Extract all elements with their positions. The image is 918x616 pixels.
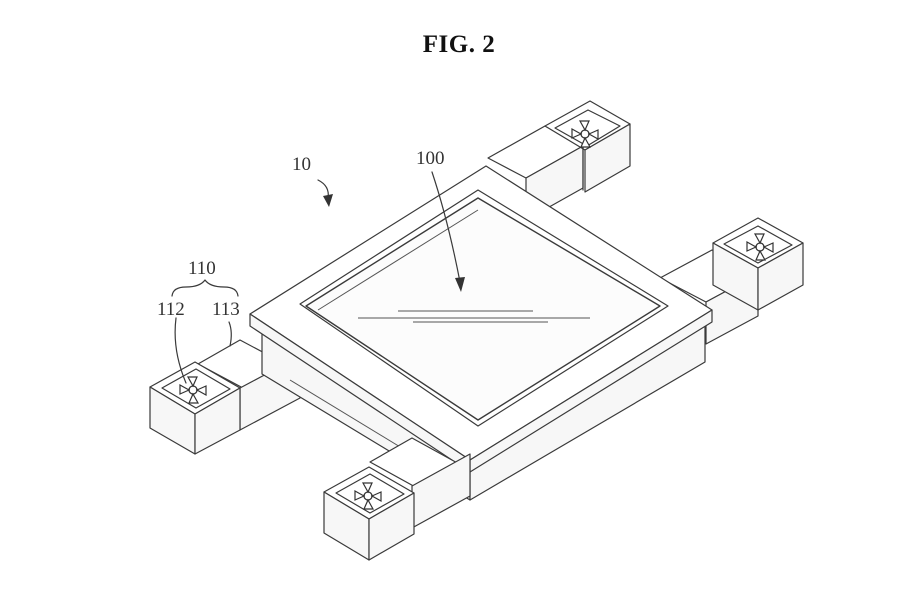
leader-line-113	[228, 321, 232, 347]
figure-title: FIG. 2	[422, 31, 496, 58]
bracket-110	[171, 279, 239, 297]
arm-front-bottom	[323, 437, 471, 561]
leader-line-100	[431, 171, 461, 283]
label-100: 100	[416, 148, 445, 169]
label-110: 110	[188, 258, 216, 279]
label-112: 112	[157, 299, 185, 320]
label-113: 113	[212, 299, 240, 320]
arm-right	[659, 217, 804, 345]
main-body	[249, 165, 713, 501]
label-10: 10	[292, 154, 311, 175]
leader-line-112	[174, 317, 187, 384]
